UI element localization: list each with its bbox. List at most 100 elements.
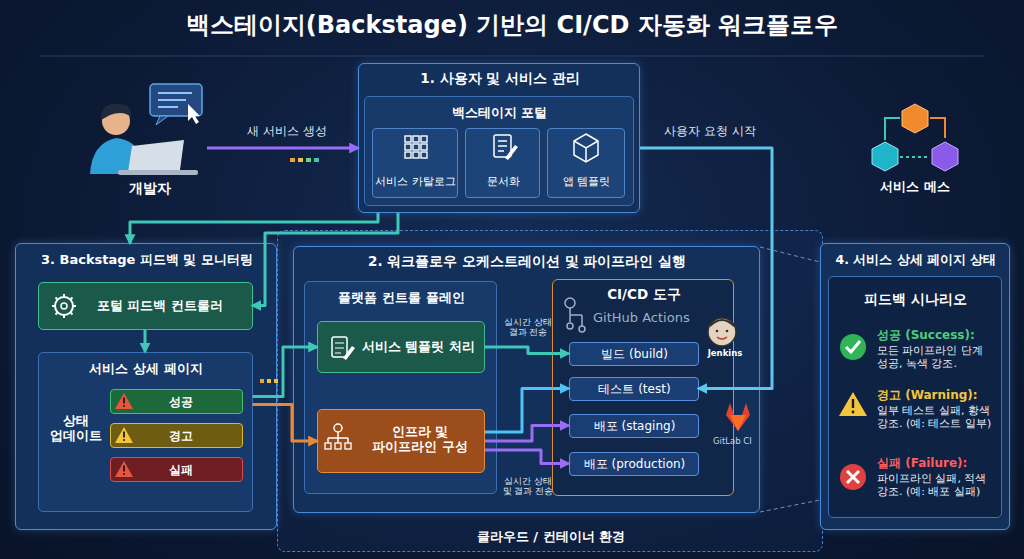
node-label: 서비스 템플릿 처리: [362, 339, 484, 354]
connector-label: 실시간 상태 결과 전송: [499, 317, 557, 338]
doc-lines: [335, 343, 344, 353]
connector-label: 실시간 상태 및 결과 전송: [499, 476, 557, 497]
stage-box: 테스트 (test): [569, 377, 699, 401]
stage-box: 배포 (staging): [569, 414, 699, 438]
hierarchy-leaf: [325, 443, 331, 449]
pencil-icon: [343, 346, 355, 360]
jenkins-eye: [716, 330, 719, 333]
status-badge: 실패: [110, 457, 243, 482]
connector-arrow: [207, 147, 358, 150]
node-label: 인프라 및 파이프라인 구성: [366, 424, 474, 455]
person-body: [90, 138, 142, 174]
node-sublabel: 상태 업데이트: [45, 413, 107, 445]
exclamation-dot: [123, 405, 125, 407]
process-box: 인프라 및 파이프라인 구성: [317, 409, 485, 473]
chat-tail: [156, 116, 168, 125]
connector-arrow: [640, 148, 772, 389]
section-panel: 3. Backstage 피드백 및 모니터링포털 피드백 컨트롤러서비스 상세…: [15, 243, 277, 530]
warning-icon: [839, 392, 867, 416]
node-label: 테스트 (test): [570, 382, 700, 397]
exclamation-dot: [123, 473, 125, 475]
connector-label: 사용자 요청 시작: [650, 124, 770, 139]
grid-cell: [405, 136, 411, 142]
mesh-cube: [872, 142, 898, 171]
node-label: CI/CD 도구: [553, 286, 735, 302]
actions-node: [579, 326, 585, 332]
connector-arrow: [144, 330, 147, 352]
exclamation-bar: [123, 466, 125, 472]
feature-card: 앱 템플릿: [547, 128, 625, 198]
tool-name: GitHub Actions: [593, 310, 721, 326]
mesh-cube: [902, 104, 928, 133]
warning-triangle: [115, 461, 133, 477]
node-label: 빌드 (build): [570, 347, 700, 362]
gitlab-logo: [726, 403, 750, 431]
flow-dot: [306, 158, 311, 162]
node-label: 경고: [131, 429, 231, 444]
doc-lines: [498, 141, 507, 151]
hierarchy-leaf: [345, 443, 351, 449]
grid-cell: [421, 144, 427, 150]
exclamation-bar: [123, 432, 125, 438]
jenkins-logo: [708, 318, 736, 346]
section-panel: 1. 사용자 및 서비스 관리백스테이지 포털서비스 카탈로그문서화앱 템플릿: [358, 63, 640, 213]
scenario-text: 일부 테스트 실패, 황색 강조. (예: 테스트 일부): [877, 404, 995, 431]
control-plane-box: 플랫폼 컨트롤 플레인서비스 템플릿 처리인프라 및 파이프라인 구성: [304, 281, 497, 494]
portal-box: 백스테이지 포털서비스 카탈로그문서화앱 템플릿: [364, 96, 634, 206]
gear-teeth: [52, 294, 76, 318]
connector-arrow: [485, 389, 569, 433]
connector-arrow: [485, 426, 569, 442]
exclamation-bar: [123, 398, 125, 404]
doc-icon: [494, 135, 511, 157]
environment-zone: 클라우드 / 컨테이너 환경 2. 워크플로우 오케스트레이션 및 파이프라인 실…: [277, 230, 823, 552]
node-label: 피드백 시나리오: [829, 291, 1003, 308]
grid-cell: [421, 136, 427, 142]
scenario-text: 파이프라인 실패, 적색 강조. (예: 배포 실패): [877, 472, 995, 499]
grid-cell: [405, 144, 411, 150]
node-label: 서비스 상세 페이지: [39, 361, 254, 377]
hierarchy-root: [334, 424, 342, 432]
mesh-figure: 서비스 메스: [855, 95, 975, 203]
stage-box: 배포 (production): [569, 452, 699, 476]
connector-arrow: [485, 347, 569, 354]
node-label: 개발자: [85, 180, 215, 197]
mesh-link: [885, 118, 900, 140]
gear-hub: [61, 303, 67, 309]
node-label: 2. 워크플로우 오케스트레이션 및 파이프라인 실행: [294, 253, 761, 269]
flow-dot: [314, 158, 319, 162]
actions-icon: [565, 298, 575, 308]
node-label: 클라우드 / 컨테이너 환경: [278, 529, 824, 545]
failure-icon: [840, 464, 866, 490]
chat-line: [158, 106, 178, 108]
flow-dot: [260, 379, 264, 383]
laptop-base: [118, 170, 198, 175]
node-label: 백스테이지 포털: [365, 105, 635, 121]
actor-figure: 개발자: [85, 78, 215, 203]
connector-arrow: [485, 450, 569, 464]
node-label: 플랫폼 컨트롤 플레인: [305, 290, 498, 306]
check-mark: [846, 341, 860, 352]
status-badge: 경고: [110, 423, 243, 448]
connector-label: 새 서비스 생성: [232, 124, 342, 139]
chat-line: [158, 92, 192, 94]
exclamation-dot: [123, 439, 125, 441]
tool-name: Jenkins: [703, 348, 747, 358]
laptop-screen: [128, 140, 184, 172]
node-label: 앱 템플릿: [548, 175, 626, 188]
cube-icon: [574, 134, 598, 162]
node-label: 서비스 메스: [855, 179, 975, 195]
detail-page-box: 서비스 상세 페이지상태 업데이트성공경고실패: [38, 352, 253, 512]
node-label: 3. Backstage 피드백 및 모니터링: [16, 252, 278, 268]
node-label: 배포 (staging): [570, 419, 700, 434]
grid-cell: [405, 152, 411, 158]
mesh-cube: [932, 142, 958, 171]
leader-line: [760, 500, 820, 512]
status-badge: 성공: [110, 389, 243, 414]
hierarchy-leaf: [335, 443, 341, 449]
grid-cell: [413, 152, 419, 158]
scenario-text: 모든 파이프라인 단계 성공, 녹색 강조.: [877, 344, 999, 371]
scenario-heading: 성공 (Success):: [877, 328, 1002, 343]
